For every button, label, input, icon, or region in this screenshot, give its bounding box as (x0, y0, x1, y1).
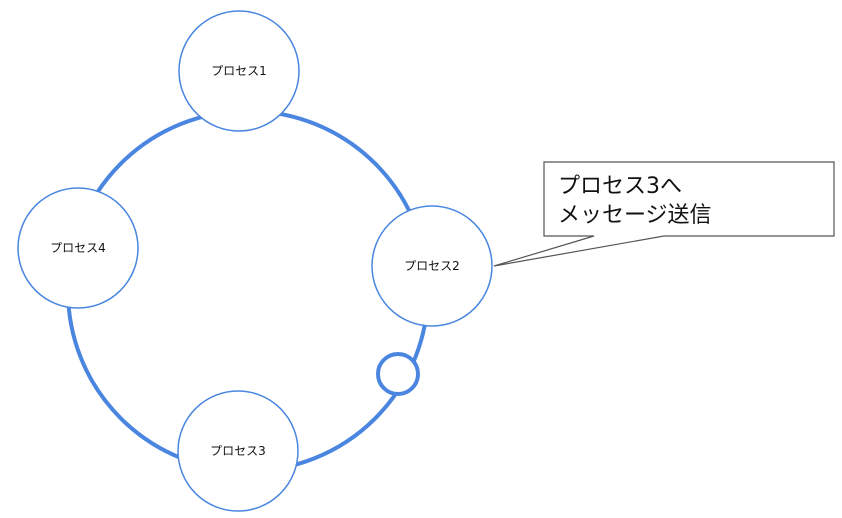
process-label-3: プロセス3 (210, 444, 266, 458)
process-node-3: プロセス3 (177, 390, 299, 512)
process-node-2: プロセス2 (371, 205, 493, 327)
process-label-4: プロセス4 (50, 241, 106, 255)
process-label-2: プロセス2 (404, 259, 460, 273)
callout: プロセス3へ メッセージ送信 (493, 161, 835, 267)
callout-line-2: メッセージ送信 (558, 203, 712, 228)
message-token (376, 352, 420, 396)
process-node-4: プロセス4 (17, 187, 139, 309)
process-node-1: プロセス1 (178, 10, 300, 132)
callout-bubble (493, 161, 835, 267)
callout-line-1: プロセス3へ (558, 174, 682, 199)
process-label-1: プロセス1 (211, 64, 267, 78)
